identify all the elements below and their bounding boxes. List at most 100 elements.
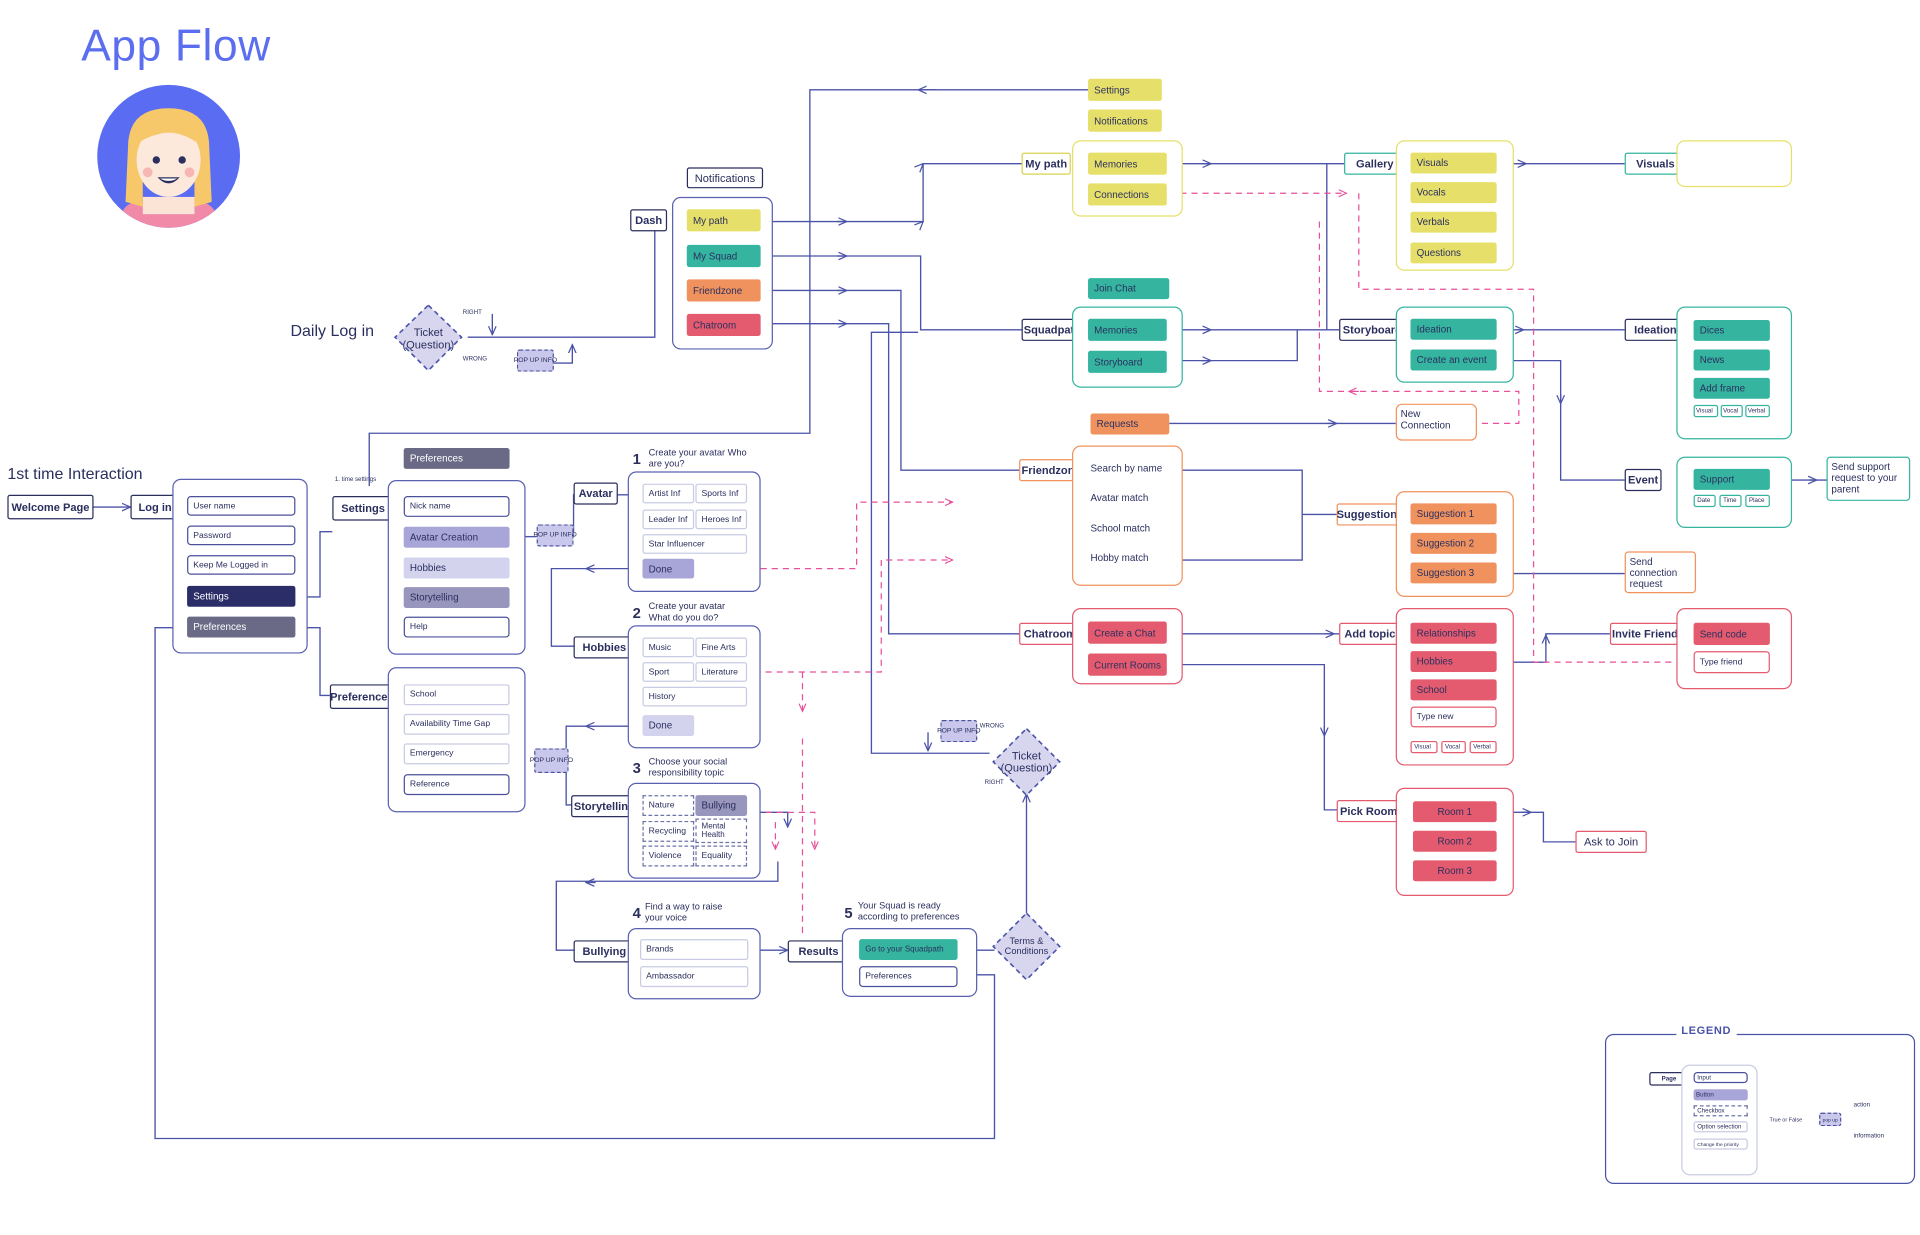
room-2-button[interactable]: Room 2: [1412, 830, 1497, 852]
ideation-chip-verbal[interactable]: Verbal: [1745, 404, 1770, 418]
invite-friends-page-node[interactable]: Invite Friends: [1609, 622, 1687, 645]
send-code-button[interactable]: Send code: [1693, 622, 1770, 645]
login-settings-button[interactable]: Settings: [187, 585, 296, 607]
hobbies-button[interactable]: Hobbies: [403, 557, 510, 579]
welcome-page-node[interactable]: Welcome Page: [7, 494, 94, 520]
mypath-memories-button[interactable]: Memories: [1088, 152, 1167, 175]
requests-label[interactable]: Requests: [1090, 413, 1170, 435]
username-field[interactable]: User name: [187, 496, 296, 516]
event-support-button[interactable]: Support: [1693, 468, 1770, 490]
visuals-page-node[interactable]: Visuals: [1624, 152, 1687, 175]
top-notifications-label[interactable]: Notifications: [1088, 109, 1162, 132]
create-chat-button[interactable]: Create a Chat: [1088, 621, 1167, 644]
friendzone-page-node[interactable]: Friendzone: [1019, 459, 1084, 482]
avatar-page-node[interactable]: Avatar: [573, 482, 618, 505]
bullying-checkbox[interactable]: Bullying: [695, 795, 748, 817]
go-to-squadpath-button[interactable]: Go to your Squadpath: [859, 939, 958, 961]
search-by-name-option[interactable]: Search by name: [1090, 462, 1163, 474]
type-friend-field[interactable]: Type friend: [1693, 651, 1770, 674]
password-field[interactable]: Password: [187, 525, 296, 546]
suggestion-1-button[interactable]: Suggestion 1: [1410, 503, 1497, 525]
storytelling-page-node[interactable]: Storytelling: [571, 795, 638, 818]
ask-to-join-node[interactable]: Ask to Join: [1575, 830, 1647, 853]
literature-option[interactable]: Literature: [695, 662, 748, 682]
ambassador-option[interactable]: Ambassador: [640, 966, 749, 988]
brands-option[interactable]: Brands: [640, 939, 749, 961]
gallery-page-node[interactable]: Gallery: [1344, 152, 1406, 175]
ideation-dices-button[interactable]: Dices: [1693, 320, 1770, 341]
topic-type-new-field[interactable]: Type new: [1410, 706, 1497, 728]
dash-mypath-button[interactable]: My path: [686, 209, 761, 232]
storyboard-event-button[interactable]: Create an event: [1410, 349, 1497, 371]
ideation-chip-vocal[interactable]: Vocal: [1720, 404, 1743, 418]
equality-checkbox[interactable]: Equality: [695, 845, 748, 867]
top-settings-label[interactable]: Settings: [1088, 78, 1162, 101]
gallery-questions-button[interactable]: Questions: [1410, 242, 1497, 264]
ideation-add-frame-button[interactable]: Add frame: [1693, 377, 1770, 399]
sports-inf-option[interactable]: Sports Inf: [695, 483, 748, 504]
nickname-field[interactable]: Nick name: [403, 496, 510, 517]
topic-chip-verbal[interactable]: Verbal: [1469, 740, 1497, 754]
login-page-node[interactable]: Log in: [130, 494, 180, 520]
topic-chip-visual[interactable]: Visual: [1410, 740, 1438, 754]
popup-info-avatar[interactable]: POP UP INFO: [533, 524, 577, 547]
chatroom-page-node[interactable]: Chatroom: [1019, 622, 1081, 645]
mypath-page-node[interactable]: My path: [1021, 152, 1071, 175]
gallery-vocals-button[interactable]: Vocals: [1410, 182, 1497, 204]
history-option[interactable]: History: [642, 686, 748, 707]
mypath-connections-button[interactable]: Connections: [1088, 183, 1167, 206]
dash-notifications[interactable]: Notifications: [686, 167, 764, 189]
fine-arts-option[interactable]: Fine Arts: [695, 637, 748, 658]
popup-info-story[interactable]: POP UP INFO: [530, 748, 573, 773]
avatar-done-button[interactable]: Done: [642, 558, 695, 579]
suggestion-2-button[interactable]: Suggestion 2: [1410, 532, 1497, 554]
gallery-visuals-button[interactable]: Visuals: [1410, 152, 1497, 174]
music-option[interactable]: Music: [642, 637, 695, 658]
room-1-button[interactable]: Room 1: [1412, 801, 1497, 823]
squad-memories-button[interactable]: Memories: [1088, 318, 1167, 341]
availability-option[interactable]: Availability Time Gap: [403, 713, 510, 735]
dash-chatroom-button[interactable]: Chatroom: [686, 313, 761, 337]
mental-health-checkbox[interactable]: Mental Health: [695, 818, 748, 844]
topic-chip-vocal[interactable]: Vocal: [1441, 740, 1466, 754]
bullying-page-node[interactable]: Bullying: [573, 940, 636, 963]
violence-checkbox[interactable]: Violence: [642, 845, 695, 867]
results-preferences-field[interactable]: Preferences: [859, 966, 958, 988]
join-chat-button[interactable]: Join Chat: [1088, 278, 1170, 300]
pick-room-page-node[interactable]: Pick Room: [1336, 800, 1401, 823]
sport-option[interactable]: Sport: [642, 662, 695, 682]
add-topic-page-node[interactable]: Add topic: [1339, 622, 1401, 645]
star-influencer-option[interactable]: Star Influencer: [642, 534, 748, 554]
event-chip-time[interactable]: Time: [1719, 494, 1742, 508]
recycling-checkbox[interactable]: Recycling: [642, 820, 695, 842]
storytelling-button[interactable]: Storytelling: [403, 587, 510, 609]
event-page-node[interactable]: Event: [1624, 468, 1662, 492]
school-option[interactable]: School: [403, 684, 510, 706]
event-chip-date[interactable]: Date: [1693, 494, 1716, 508]
ticket-diamond-terms[interactable]: Ticket (Question): [1000, 749, 1053, 775]
avatar-creation-button[interactable]: Avatar Creation: [403, 526, 510, 548]
squad-storyboard-button[interactable]: Storyboard: [1088, 350, 1167, 373]
squadpath-page-node[interactable]: Squadpath: [1021, 318, 1084, 341]
hobbies-page-node[interactable]: Hobbies: [573, 636, 636, 659]
dash-friendzone-button[interactable]: Friendzone: [686, 279, 761, 302]
nature-checkbox[interactable]: Nature: [642, 795, 695, 817]
results-page-node[interactable]: Results: [787, 940, 850, 963]
storyboard-page-node[interactable]: Storyboard: [1339, 318, 1406, 341]
topic-school-button[interactable]: School: [1410, 679, 1497, 701]
new-connection-node[interactable]: New Connection: [1395, 403, 1477, 441]
keep-logged-in-field[interactable]: Keep Me Logged in: [187, 555, 296, 575]
storyboard-ideation-button[interactable]: Ideation: [1410, 318, 1497, 340]
room-3-button[interactable]: Room 3: [1412, 860, 1497, 882]
emergency-option[interactable]: Emergency: [403, 743, 510, 765]
ticket-diamond-daily[interactable]: Ticket (Question): [402, 325, 455, 351]
topic-hobbies-button[interactable]: Hobbies: [1410, 651, 1497, 673]
topic-relationships-button[interactable]: Relationships: [1410, 622, 1497, 644]
login-preferences-button[interactable]: Preferences: [187, 616, 296, 638]
suggestions-page-node[interactable]: Suggestions: [1336, 503, 1403, 526]
avatar-match-option[interactable]: Avatar match: [1090, 492, 1149, 504]
preferences-page-node[interactable]: Preferences: [329, 684, 394, 709]
settings-page-node[interactable]: Settings: [332, 496, 394, 521]
help-field[interactable]: Help: [403, 616, 510, 638]
terms-diamond[interactable]: Terms & Conditions: [1004, 935, 1049, 957]
